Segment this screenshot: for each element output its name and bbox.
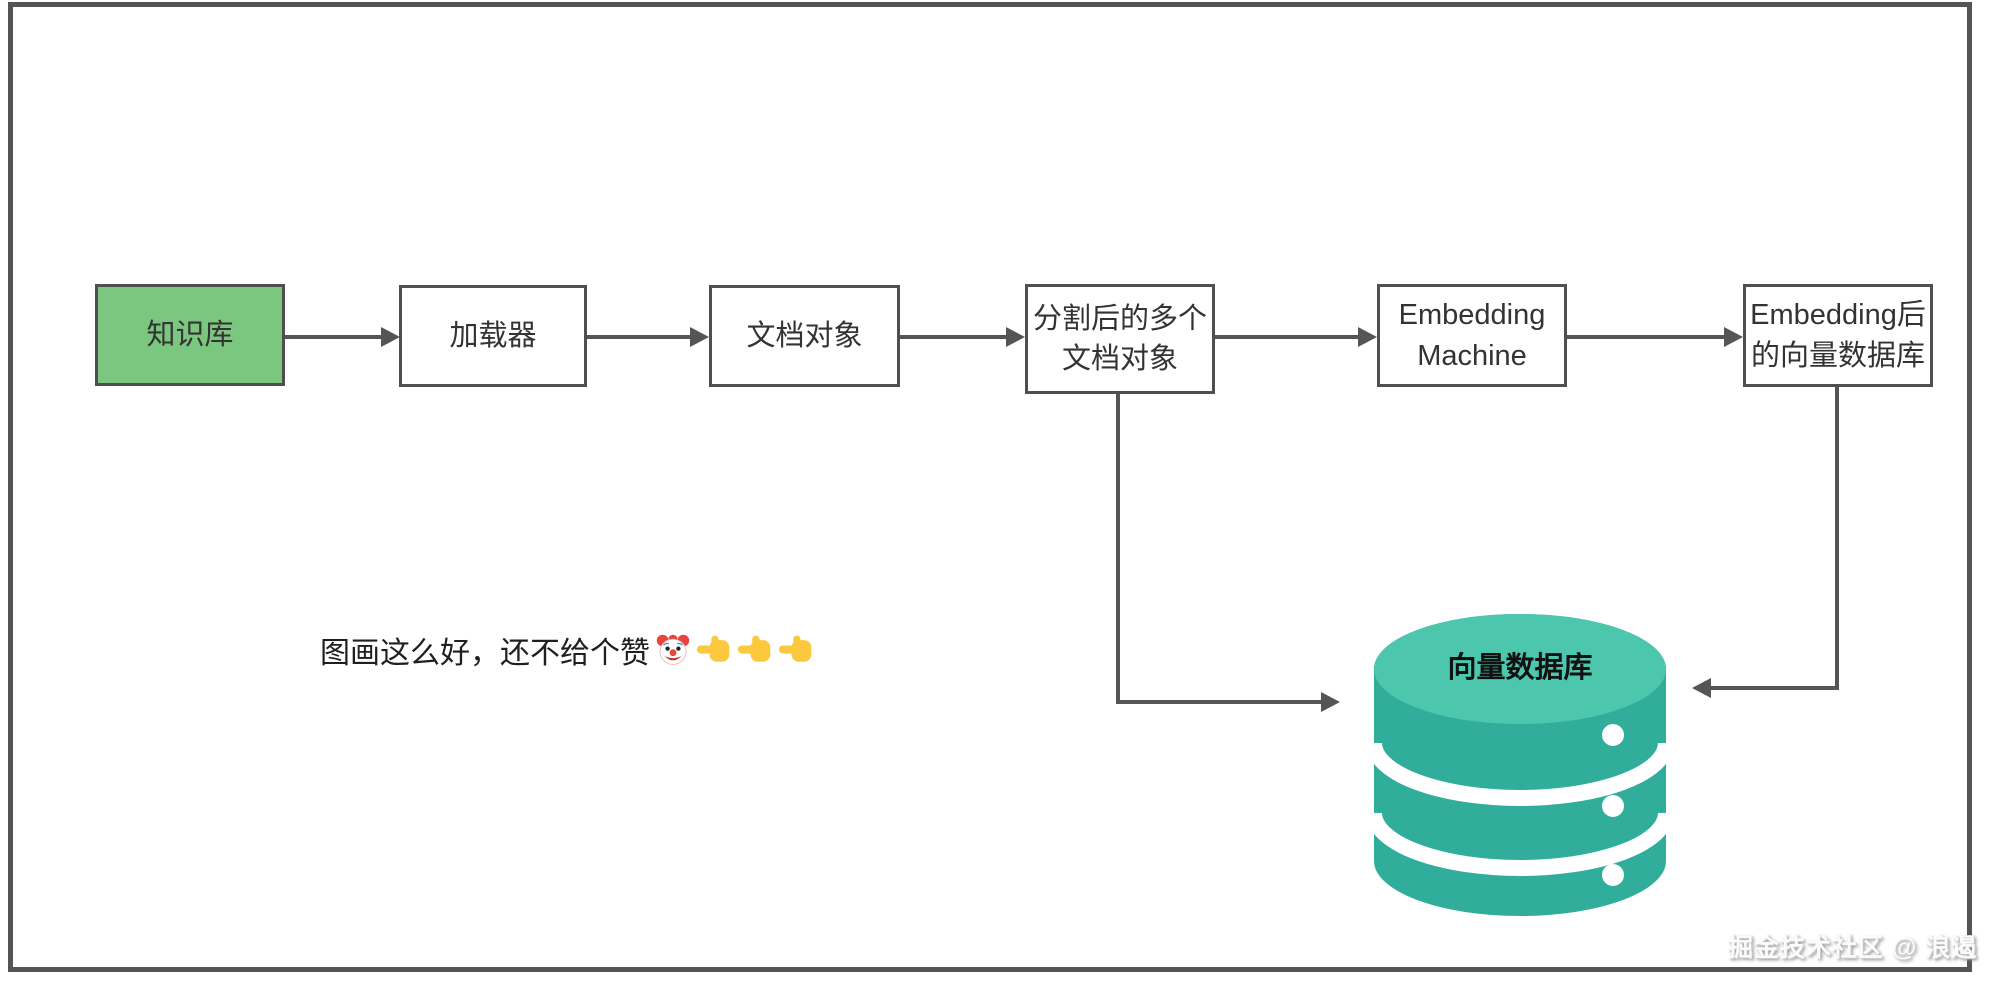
caption: 图画这么好，还不给个赞 [320, 628, 814, 672]
clown-face-emoji [656, 634, 690, 665]
connector-knowledge-to-loader [285, 335, 382, 339]
node-split-documents: 分割后的多个 文档对象 [1025, 284, 1215, 394]
node-document-object: 文档对象 [709, 285, 900, 387]
connector-document-to-split [900, 335, 1008, 339]
vector-database-icon [1373, 614, 1667, 916]
connector-split-to-db-horizontal [1116, 700, 1322, 704]
node-split-documents-label: 分割后的多个 文档对象 [1032, 302, 1207, 375]
arrowhead-right-icon [1321, 692, 1340, 712]
node-loader-label: 加载器 [449, 319, 537, 352]
node-embedding-machine: Embedding Machine [1377, 284, 1567, 387]
watermark: 掘金技术社区 @ 浪遏 [1728, 934, 1978, 962]
point-left-emoji [778, 635, 812, 662]
caption-text: 图画这么好，还不给个赞 [320, 637, 650, 670]
connector-split-to-embedding [1215, 335, 1360, 339]
connector-embedding-to-vectorstore [1567, 335, 1726, 339]
arrowhead-right-icon [381, 327, 400, 347]
vector-database-label: 向量数据库 [1447, 652, 1593, 684]
connector-vectorstore-to-db-horizontal [1711, 686, 1839, 690]
node-document-object-label: 文档对象 [746, 319, 863, 352]
connector-split-to-db-vertical [1116, 394, 1120, 704]
node-embedded-vector-store: Embedding后 的向量数据库 [1743, 284, 1933, 387]
node-embedding-machine-label: Embedding Machine [1398, 299, 1546, 372]
point-left-emoji [737, 635, 771, 662]
arrowhead-right-icon [1006, 327, 1025, 347]
connector-vectorstore-to-db-vertical [1835, 387, 1839, 690]
node-loader: 加载器 [399, 285, 587, 387]
arrowhead-right-icon [1724, 327, 1743, 347]
arrowhead-right-icon [690, 327, 709, 347]
point-left-emoji [696, 635, 730, 662]
connector-loader-to-document [587, 335, 692, 339]
arrowhead-left-icon [1692, 678, 1711, 698]
node-knowledge-base: 知识库 [95, 284, 285, 386]
arrowhead-right-icon [1358, 327, 1377, 347]
node-embedded-vector-store-label: Embedding后 的向量数据库 [1750, 299, 1926, 372]
canvas-border [8, 2, 1972, 972]
node-knowledge-base-label: 知识库 [146, 318, 234, 351]
